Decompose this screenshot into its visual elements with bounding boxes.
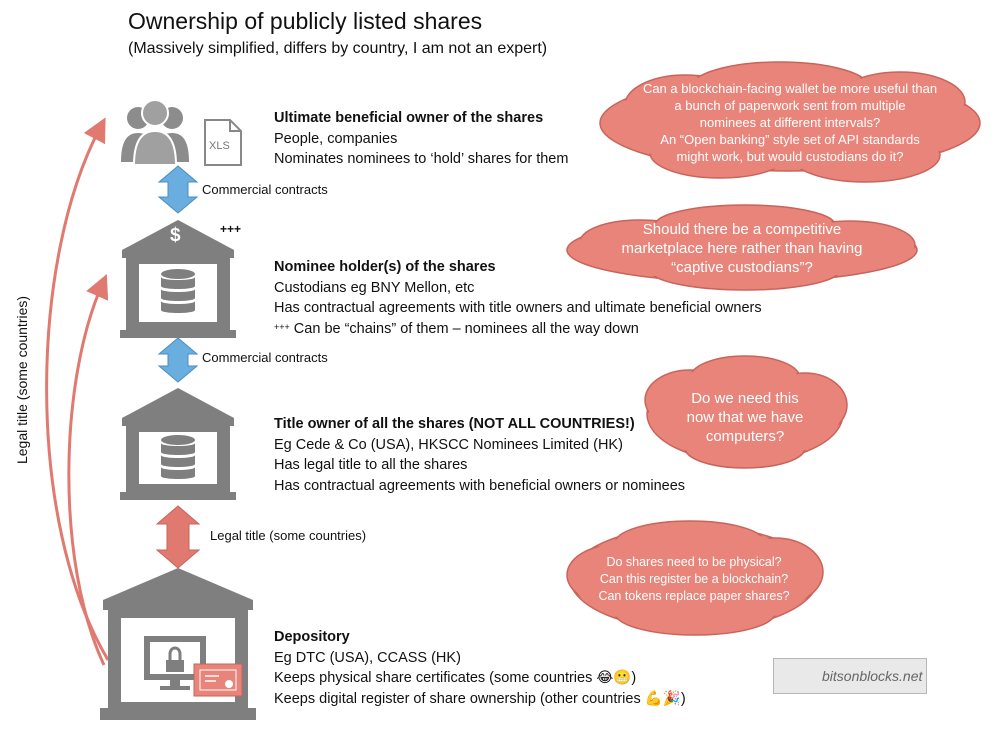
ultimate-owner-line: Nominates nominees to ‘hold’ shares for …: [274, 151, 569, 167]
depository-line: Eg DTC (USA), CCASS (HK): [274, 649, 461, 666]
database-icon-title-owner: [161, 435, 195, 479]
cloud-4-text: Do shares need to be physical? Can this …: [598, 554, 789, 605]
dollar-symbol: $: [170, 225, 181, 246]
spreadsheet-file-icon: [204, 119, 242, 166]
cloud-3-line: computers?: [705, 428, 785, 445]
nominee-heading: Nominee holder(s) of the shares: [274, 259, 496, 275]
page-subtitle: (Massively simplified, differs by countr…: [128, 40, 548, 57]
cloud-2-line: “captive custodians”?: [671, 259, 813, 276]
cloud-1-line: Can a blockchain-facing wallet be more u…: [642, 81, 938, 96]
title-owner-line: Eg Cede & Co (USA), HKSCC Nominees Limit…: [274, 436, 623, 453]
cloud-1-text: Can a blockchain-facing wallet be more u…: [643, 80, 937, 165]
legal-title-arrow: [155, 505, 201, 569]
cloud-2: [566, 204, 918, 291]
depository-line: Keeps physical share certificates (some …: [274, 670, 637, 686]
lock-icon: [166, 646, 184, 672]
cloud-1-line: might work, but would custodians do it?: [676, 149, 904, 164]
cloud-3-line: Do we need this: [691, 390, 799, 407]
cloud-1-line: nominees at different intervals?: [699, 115, 881, 130]
ultimate-owner-block: Ultimate beneficial owner of the shares …: [274, 108, 568, 170]
arrow-label-1: Commercial contracts: [202, 182, 328, 197]
database-icon-nominee: [161, 269, 195, 313]
page-title: Ownership of publicly listed shares: [128, 8, 483, 34]
logo-box: [773, 658, 927, 694]
title-owner-block: Title owner of all the shares (NOT ALL C…: [274, 414, 685, 496]
arrow-label-2: Commercial contracts: [202, 350, 328, 365]
nominee-block: Nominee holder(s) of the shares Custodia…: [274, 257, 762, 339]
cloud-3: [644, 355, 848, 469]
cloud-1-line: An “Open banking” style set of API stand…: [660, 132, 920, 147]
cloud-2-text: Should there be a competitive marketplac…: [622, 220, 863, 277]
cloud-2-line: marketplace here rather than having: [621, 240, 863, 257]
cloud-4-line: Can tokens replace paper shares?: [598, 589, 790, 603]
spreadsheet-file-label: XLS: [209, 140, 230, 152]
cloud-4: [566, 520, 824, 636]
commercial-contracts-arrow-1: [157, 165, 199, 214]
title-owner-heading: Title owner of all the shares (NOT ALL C…: [274, 416, 635, 432]
ultimate-owner-heading: Ultimate beneficial owner of the shares: [274, 110, 544, 126]
cloud-1-line: a bunch of paperwork sent from multiple: [674, 98, 906, 113]
chain-text: Can be “chains” of them – nominees all t…: [289, 320, 639, 337]
bank-dollar-icon: [120, 220, 236, 338]
depository-heading: Depository: [274, 629, 350, 645]
cloud-4-line: Do shares need to be physical?: [606, 555, 782, 569]
legal-title-curve-lower: [67, 274, 109, 666]
nominee-line: Has contractual agreements with title ow…: [274, 300, 762, 316]
nominee-chain-line: +++ Can be “chains” of them – nominees a…: [274, 319, 762, 340]
cloud-3-line: now that we have: [686, 409, 804, 426]
arrow-label-3: Legal title (some countries): [210, 528, 367, 543]
depository-block: Depository Eg DTC (USA), CCASS (HK) Keep…: [274, 627, 686, 709]
legal-title-curve-upper: [45, 117, 110, 661]
chain-marker: +++: [274, 321, 290, 332]
ultimate-owner-line: People, companies: [274, 130, 398, 147]
share-certificate-icon: [193, 663, 243, 697]
cloud-3-text: Do we need this now that we have compute…: [687, 389, 804, 446]
chain-badge: +++: [220, 222, 242, 236]
cloud-2-line: Should there be a competitive: [642, 221, 842, 238]
title-owner-line: Has contractual agreements with benefici…: [274, 477, 686, 494]
cloud-4-line: Can this register be a blockchain?: [599, 572, 789, 586]
people-icon: [121, 99, 189, 166]
depository-line: Keeps digital register of share ownershi…: [274, 690, 686, 707]
depository-building-icon: [100, 568, 256, 720]
commercial-contracts-arrow-2: [157, 337, 199, 383]
nominee-line: Custodians eg BNY Mellon, etc: [274, 279, 475, 296]
title-owner-line: Has legal title to all the shares: [274, 457, 468, 473]
side-legal-title-label: Legal title (some countries): [14, 295, 30, 465]
logo-text: bitsonblocks.net: [822, 668, 923, 684]
cloud-1: [599, 61, 981, 183]
